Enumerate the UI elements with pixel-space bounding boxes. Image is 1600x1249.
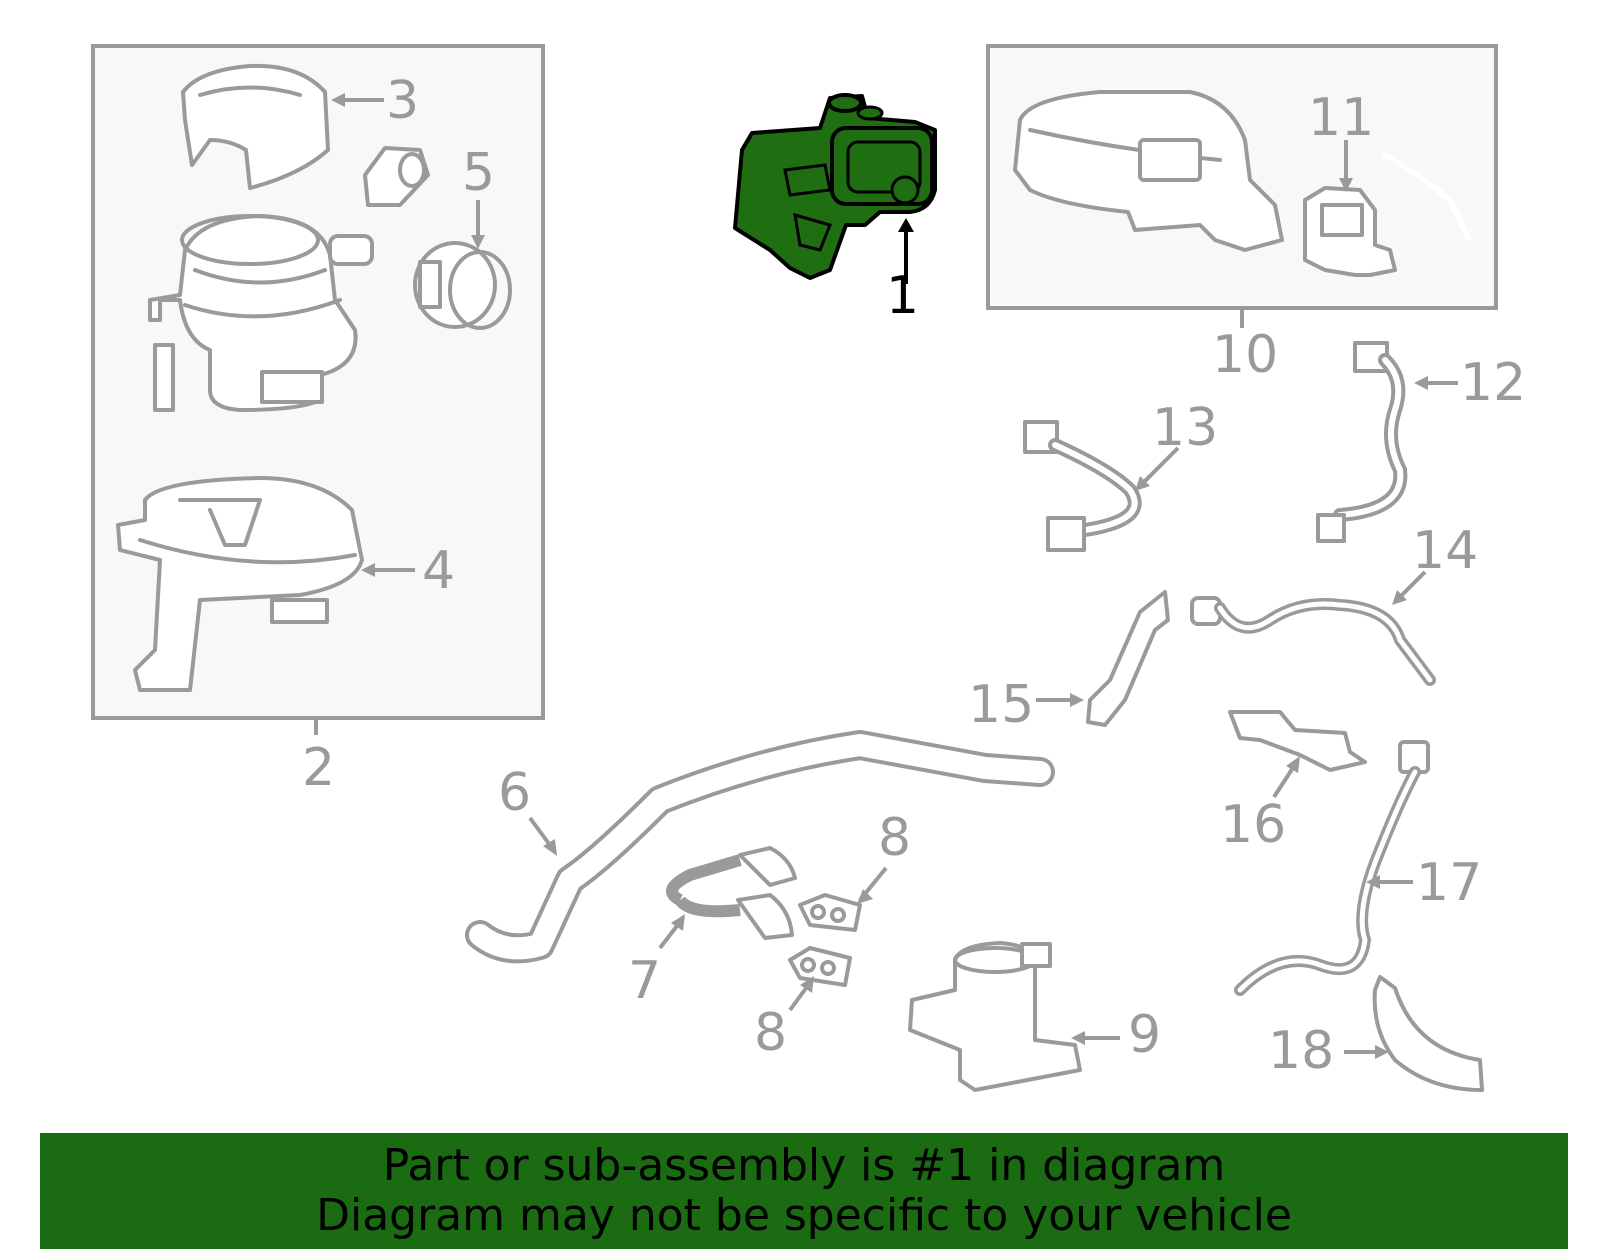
part-clamp[interactable] xyxy=(363,146,430,207)
part-4-bracket[interactable] xyxy=(116,476,364,692)
part-9-valve[interactable] xyxy=(908,941,1082,1092)
part-17-oxygen-sensor[interactable] xyxy=(1234,740,1430,996)
callout-3[interactable]: 3 xyxy=(386,71,419,131)
callout-5[interactable]: 5 xyxy=(462,143,495,203)
callout-7[interactable]: 7 xyxy=(628,951,661,1011)
part-air-pump[interactable] xyxy=(148,214,374,412)
callout-8-upper[interactable]: 8 xyxy=(878,808,911,868)
part-18-heat-shield[interactable] xyxy=(1372,975,1484,1092)
callout-10[interactable]: 10 xyxy=(1212,325,1278,385)
part-5-cap[interactable] xyxy=(413,241,512,330)
callout-1[interactable]: 1 xyxy=(886,266,919,326)
callout-2[interactable]: 2 xyxy=(302,738,335,798)
callout-9[interactable]: 9 xyxy=(1128,1005,1161,1065)
part-16-bracket[interactable] xyxy=(1228,710,1367,772)
part-8-gasket-lower[interactable] xyxy=(788,946,852,987)
callout-11[interactable]: 11 xyxy=(1308,88,1374,148)
part-1-highlighted-valve[interactable] xyxy=(733,93,937,280)
part-11-valve[interactable] xyxy=(1303,186,1397,277)
callout-8-lower[interactable]: 8 xyxy=(754,1003,787,1063)
part-14-oxygen-sensor[interactable] xyxy=(1190,596,1436,686)
callout-6[interactable]: 6 xyxy=(498,763,531,823)
part-13-harness[interactable] xyxy=(1023,420,1142,552)
callout-14[interactable]: 14 xyxy=(1412,521,1478,581)
banner-line-1: Part or sub-assembly is #1 in diagram xyxy=(382,1140,1226,1191)
part-12-harness[interactable] xyxy=(1316,341,1408,543)
callout-13[interactable]: 13 xyxy=(1152,398,1218,458)
part-15-bracket[interactable] xyxy=(1086,590,1170,727)
notice-banner: Part or sub-assembly is #1 in diagram Di… xyxy=(40,1133,1568,1249)
callout-15[interactable]: 15 xyxy=(968,675,1034,735)
part-charcoal-canister[interactable] xyxy=(1013,90,1284,252)
callout-4[interactable]: 4 xyxy=(422,541,455,601)
part-7-pipe[interactable] xyxy=(666,846,797,940)
callout-18[interactable]: 18 xyxy=(1268,1021,1334,1081)
callout-16[interactable]: 16 xyxy=(1220,795,1286,855)
callout-12[interactable]: 12 xyxy=(1460,353,1526,413)
banner-line-2: Diagram may not be specific to your vehi… xyxy=(316,1190,1292,1241)
part-3-cover[interactable] xyxy=(181,63,330,190)
part-6-hose[interactable] xyxy=(465,730,1055,964)
part-8-gasket-upper[interactable] xyxy=(798,893,862,932)
callout-17[interactable]: 17 xyxy=(1416,853,1482,913)
